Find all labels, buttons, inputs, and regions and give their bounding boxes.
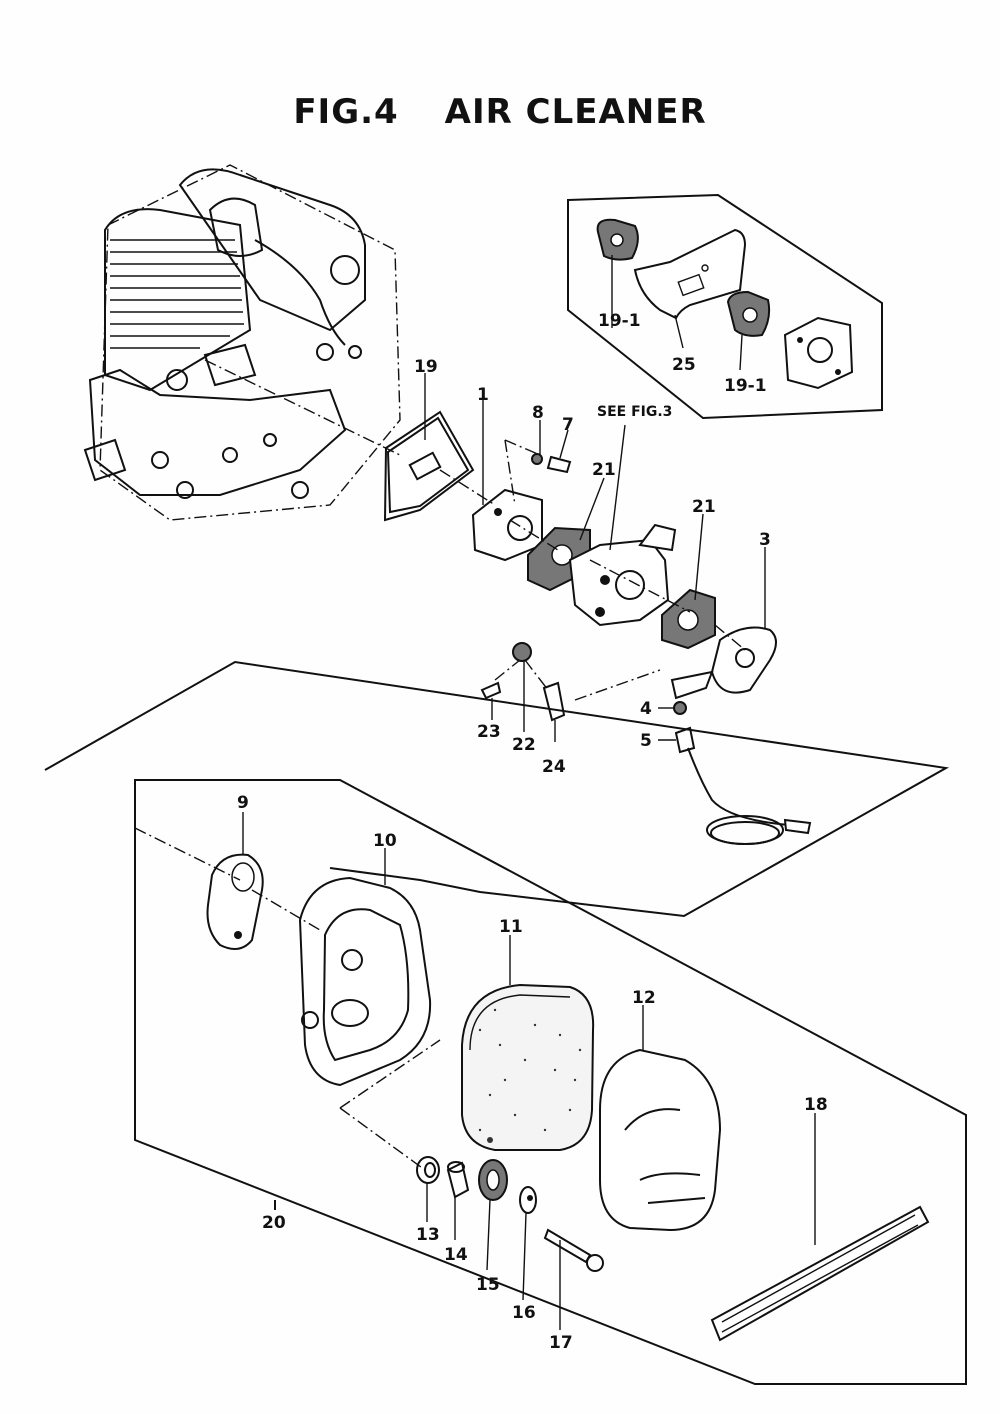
- figure-title: FIG.4 AIR CLEANER: [0, 92, 1000, 132]
- leader-lines: [242, 255, 816, 1330]
- label-19: 19: [414, 357, 438, 377]
- label-19-1-left: 19-1: [598, 311, 641, 331]
- cover-12: [599, 1048, 722, 1232]
- label-9: 9: [237, 793, 249, 813]
- see-fig-3-reference: SEE FIG.3: [597, 404, 672, 420]
- washer-16: [519, 1186, 537, 1214]
- assembly-guide-lines: [204, 359, 746, 701]
- label-12: 12: [632, 988, 656, 1008]
- label-3: 3: [759, 530, 771, 550]
- inset-gasket-left: [596, 218, 639, 261]
- label-23: 23: [477, 722, 501, 742]
- air-cleaner-kit-boundary: [134, 779, 967, 1385]
- inset-gasket-right: [726, 290, 771, 337]
- screw-17: [543, 1228, 604, 1272]
- label-1: 1: [477, 385, 489, 405]
- bracket-3: [670, 626, 777, 700]
- label-21-right: 21: [692, 497, 716, 517]
- carburetor: [568, 523, 677, 627]
- label-22: 22: [512, 735, 536, 755]
- stop-wire: [687, 747, 812, 845]
- inset-plate-25: [633, 228, 747, 320]
- engine-illustration: [83, 164, 401, 521]
- label-7: 7: [562, 415, 574, 435]
- label-21-left: 21: [592, 460, 616, 480]
- label-25: 25: [672, 355, 696, 375]
- case-10: [298, 876, 432, 1087]
- washer-13: [416, 1156, 440, 1184]
- figure-name: AIR CLEANER: [444, 92, 707, 132]
- gasket-21-right: [661, 588, 716, 650]
- inset-adapter: [783, 316, 854, 390]
- lower-guide-lines: [134, 827, 441, 1171]
- label-13: 13: [416, 1225, 440, 1245]
- band-18: [710, 1205, 930, 1342]
- label-18: 18: [804, 1095, 828, 1115]
- label-10: 10: [373, 831, 397, 851]
- figure-number: FIG.4: [293, 92, 399, 132]
- label-11: 11: [499, 917, 523, 937]
- inset-panel: [567, 193, 883, 420]
- gasket-19: [383, 410, 475, 522]
- middle-boundary: [44, 660, 950, 918]
- label-19-1-right: 19-1: [724, 376, 767, 396]
- label-24: 24: [542, 757, 566, 777]
- spacer-9: [206, 853, 264, 950]
- label-14: 14: [444, 1245, 468, 1265]
- label-16: 16: [512, 1303, 536, 1323]
- label-4: 4: [640, 699, 652, 719]
- label-15: 15: [476, 1275, 500, 1295]
- label-20: 20: [262, 1213, 286, 1233]
- label-5: 5: [640, 731, 652, 751]
- collar-14: [446, 1161, 470, 1199]
- label-17: 17: [549, 1333, 573, 1353]
- label-8: 8: [532, 403, 544, 423]
- spring-15: [478, 1159, 508, 1201]
- element-11: [461, 983, 595, 1151]
